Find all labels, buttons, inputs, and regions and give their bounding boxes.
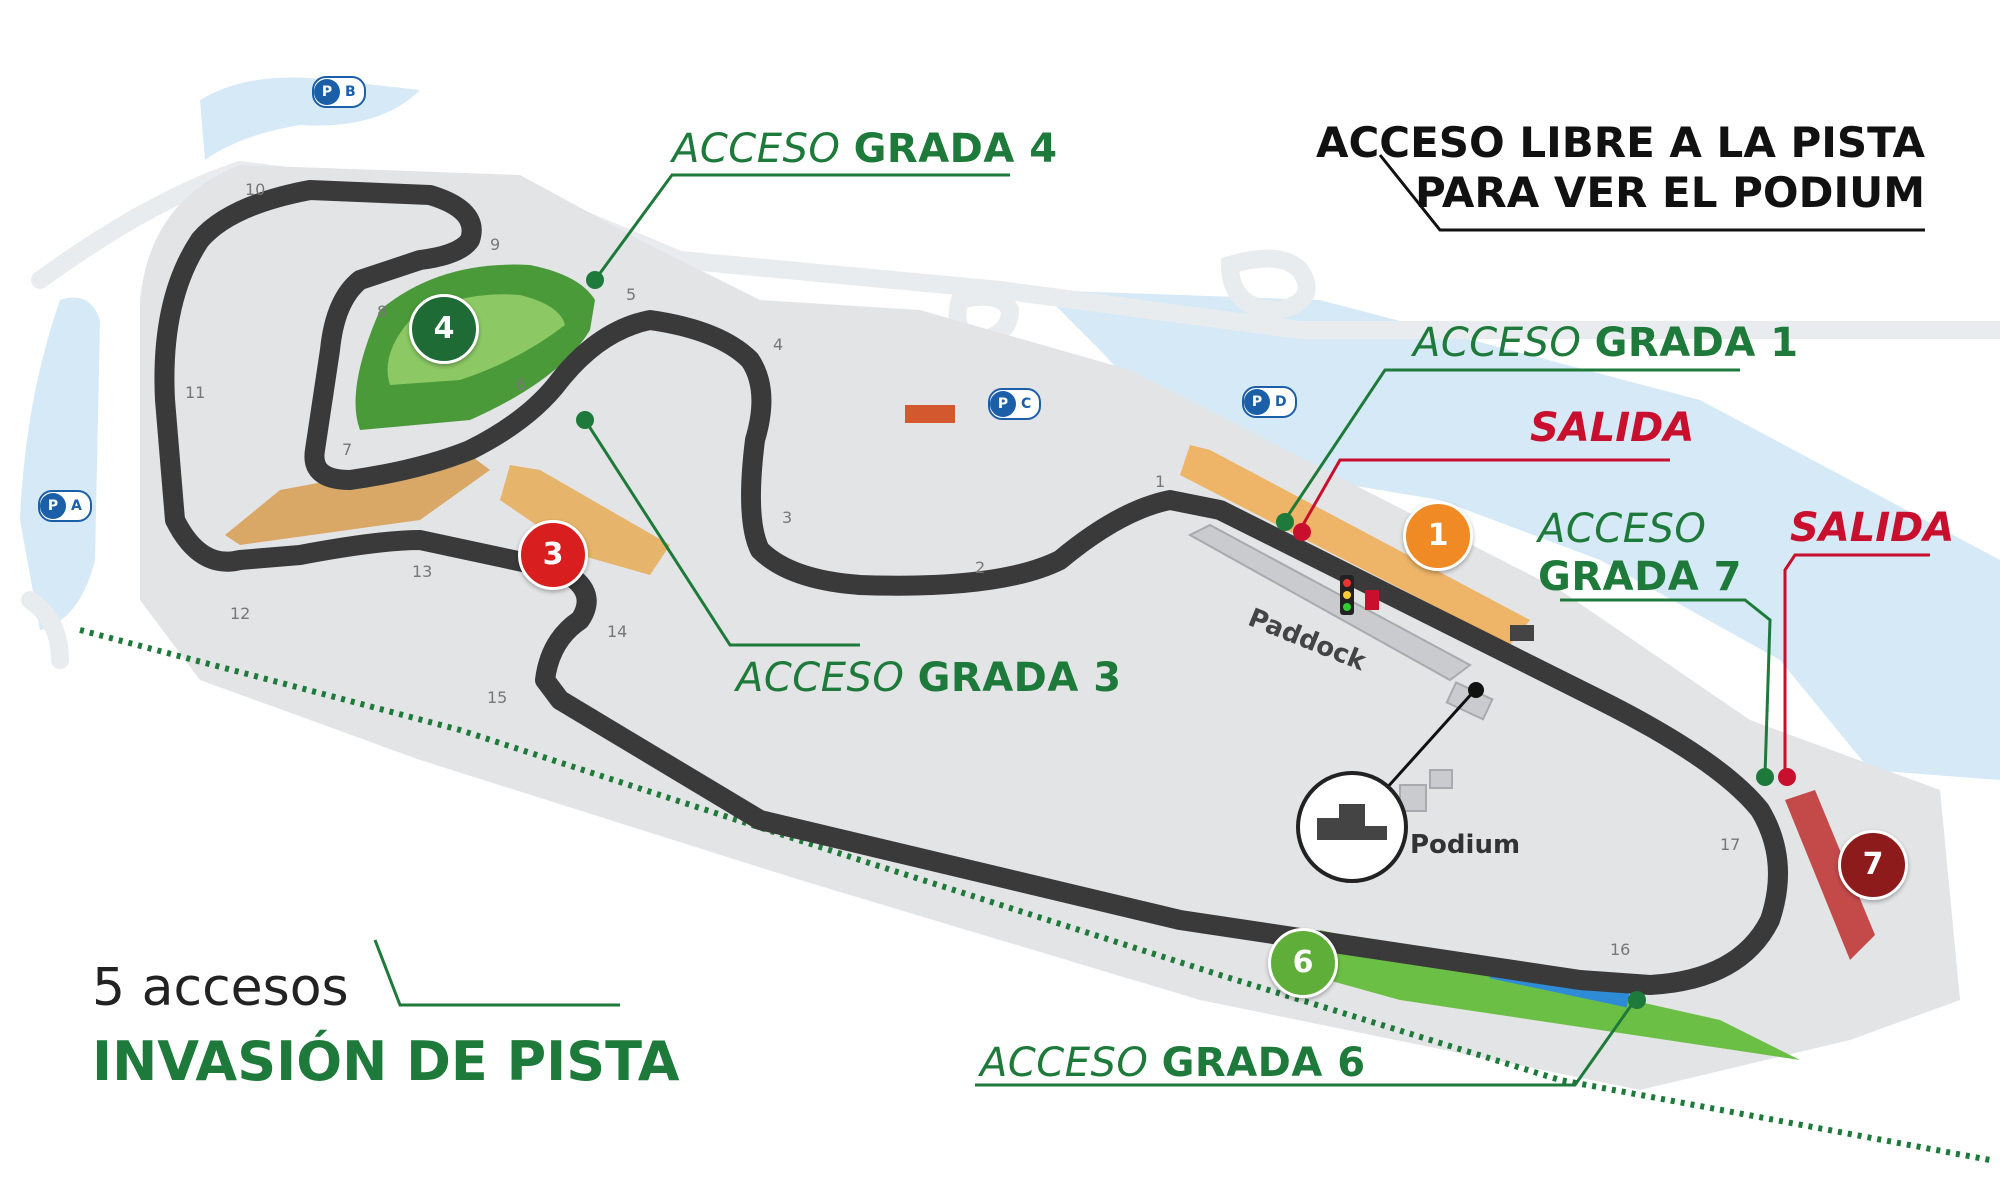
exit-dot-1 (1293, 523, 1311, 541)
access-leader-lines (373, 154, 1925, 1087)
turn-4: 4 (773, 335, 784, 354)
stand-1-area (1180, 445, 1530, 645)
turn-9: 9 (490, 235, 501, 254)
stand-3-area (225, 455, 490, 545)
stand-7-badge: 7 (1838, 830, 1908, 900)
turn-16: 16 (1610, 940, 1631, 959)
access-dot-grada7 (1756, 768, 1774, 786)
access-label-grada1: ACCESO GRADA 1 (1413, 320, 1799, 366)
info-line-2: INVASIÓN DE PISTA (92, 1030, 680, 1093)
access-dot-grada4 (586, 271, 604, 289)
stand-7-area (1785, 790, 1875, 960)
headline: ACCESO LIBRE A LA PISTA PARA VER EL PODI… (1315, 118, 1925, 217)
exit-leader-lines (1298, 458, 1930, 775)
turn-3: 3 (782, 508, 793, 527)
access-dot-grada6 (1628, 991, 1646, 1009)
start-lights-icon (1340, 575, 1354, 615)
podium-leader-line (1383, 688, 1477, 792)
turn-12: 12 (230, 604, 251, 623)
exit-label-2: SALIDA (1790, 505, 1955, 551)
turn-7: 7 (342, 440, 353, 459)
race-track (154, 180, 1788, 995)
access-dots (576, 271, 1796, 1009)
circuit-ground (140, 165, 1960, 1090)
exit-dot-2 (1778, 768, 1796, 786)
access-dot-grada1 (1276, 513, 1294, 531)
exit-label-1: SALIDA (1530, 405, 1695, 451)
stand-3b-area (500, 465, 670, 575)
turn-11: 11 (185, 383, 206, 402)
access-label-grada4: ACCESO GRADA 4 (672, 126, 1058, 172)
turn-1: 1 (1155, 472, 1166, 491)
turn-14: 14 (607, 622, 628, 641)
gas-station-icon (905, 405, 955, 423)
access-label-grada6: ACCESO GRADA 6 (980, 1040, 1366, 1086)
finish-flag-icon (1510, 625, 1534, 641)
stand-1-badge: 1 (1403, 501, 1473, 571)
turn-6: 6 (516, 375, 527, 394)
podium-label: Podium (1410, 830, 1521, 860)
stand-4-badge: 4 (409, 294, 479, 364)
access-label-grada3: ACCESO GRADA 3 (736, 655, 1122, 701)
turn-15: 15 (487, 688, 508, 707)
tree-rows (79, 627, 1991, 1163)
turn-10: 10 (245, 180, 266, 199)
start-grid-marker (1365, 590, 1379, 610)
stand-3-badge: 3 (518, 520, 588, 590)
podium-steps-icon (1317, 804, 1387, 840)
turn-5: 5 (626, 285, 637, 304)
info-line-1: 5 accesos (92, 958, 349, 1018)
paddock-buildings (1187, 523, 1494, 812)
access-dot-grada3 (576, 411, 594, 429)
turn-2: 2 (975, 558, 986, 577)
turn-17: 17 (1720, 835, 1741, 854)
stand-6-badge: 6 (1268, 928, 1338, 998)
turn-13: 13 (412, 562, 433, 581)
turn-8: 8 (377, 302, 388, 321)
